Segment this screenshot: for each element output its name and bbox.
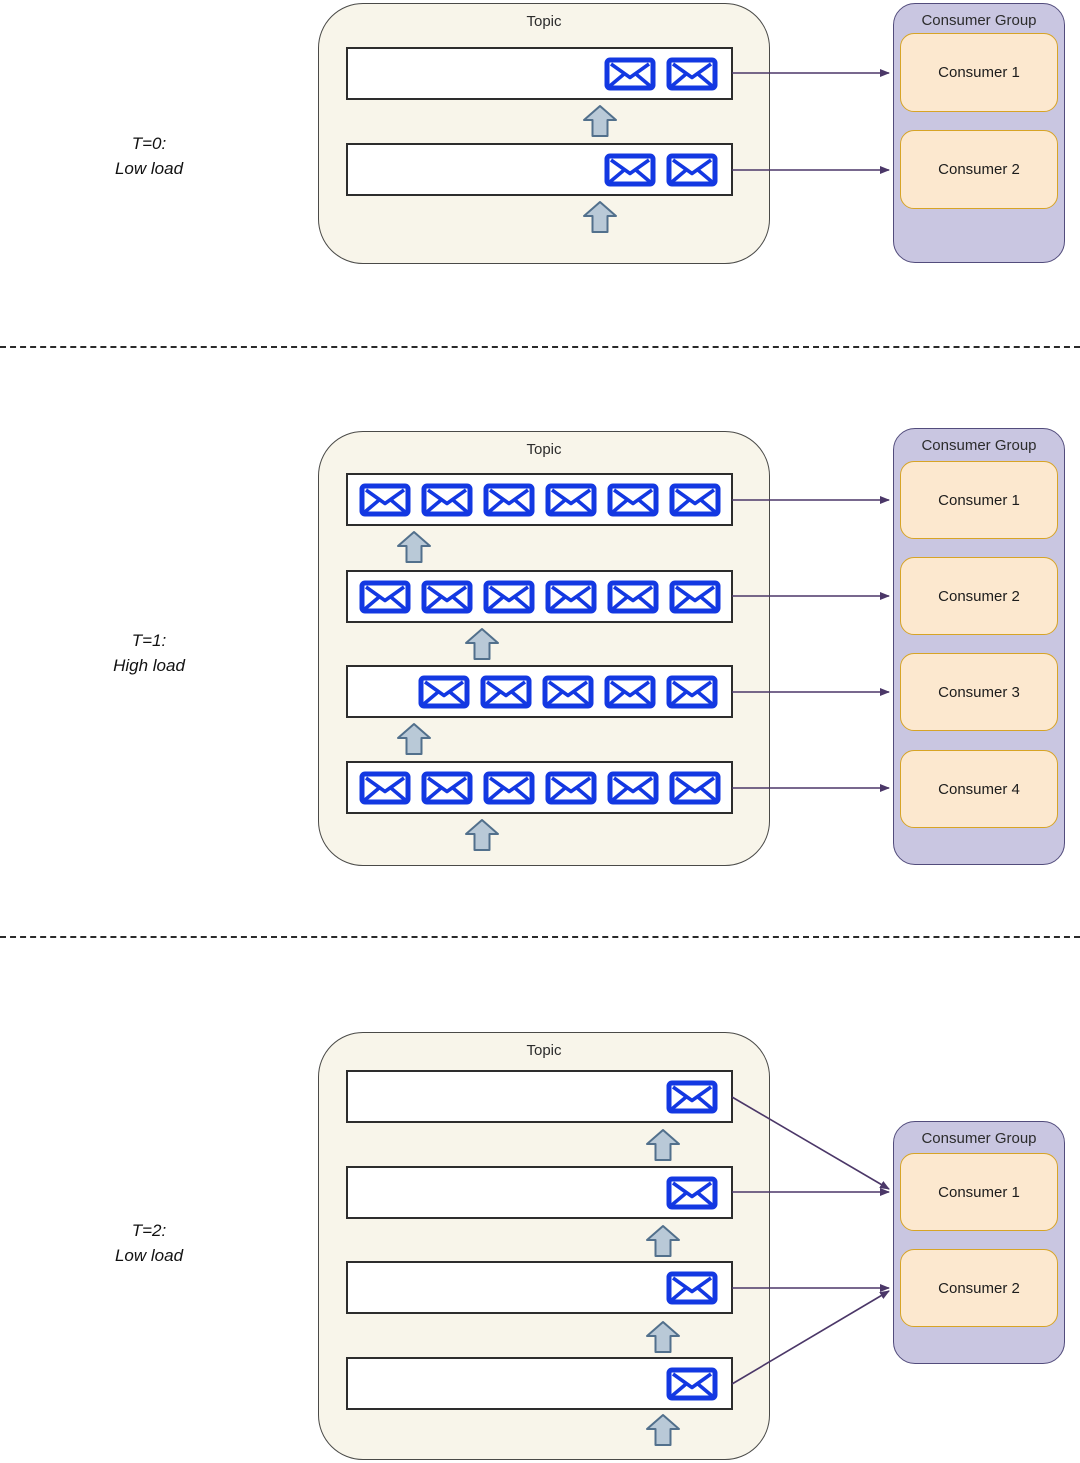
- envelope-icon: [542, 675, 594, 708]
- consumer-label: Consumer 2: [938, 1279, 1020, 1297]
- load-label: Low load: [114, 1246, 184, 1265]
- consumer-label: Consumer 4: [938, 780, 1020, 798]
- consumer-group-title: Consumer Group: [921, 12, 1037, 29]
- envelope-icon: [607, 771, 658, 804]
- envelope-icon: [545, 483, 596, 516]
- partition-row: [346, 665, 733, 718]
- up-arrow-icon: [645, 1224, 681, 1258]
- consumer-box: Consumer 3: [900, 653, 1058, 731]
- section-label: T=1: High load: [64, 628, 234, 678]
- envelope-icon: [359, 580, 410, 613]
- up-arrow-icon: [464, 627, 500, 661]
- topic-title: Topic: [526, 13, 562, 30]
- partition-row: [346, 1261, 733, 1314]
- envelope-icon: [421, 483, 472, 516]
- consumer-label: Consumer 1: [938, 64, 1020, 81]
- envelope-icon: [669, 771, 720, 804]
- load-label: Low load: [114, 159, 184, 178]
- load-label: High load: [113, 656, 185, 675]
- up-arrow-icon: [464, 818, 500, 852]
- up-arrow-icon: [396, 722, 432, 756]
- envelope-icon: [666, 1367, 718, 1400]
- section-divider: [0, 346, 1080, 348]
- consumer-box: Consumer 1: [900, 1153, 1058, 1231]
- consumer-label: Consumer 1: [938, 1183, 1020, 1201]
- envelope-icon: [418, 675, 470, 708]
- envelope-icon: [666, 1080, 718, 1113]
- envelope-icon: [545, 580, 596, 613]
- consumer-group-title: Consumer Group: [921, 1130, 1037, 1147]
- up-arrow-icon: [645, 1128, 681, 1162]
- envelope-icon: [607, 580, 658, 613]
- envelope-icon: [666, 57, 718, 90]
- envelope-icon: [607, 483, 658, 516]
- partition-row: [346, 143, 733, 196]
- envelope-icon: [480, 675, 532, 708]
- envelope-icon: [604, 675, 656, 708]
- consumer-box: Consumer 2: [900, 130, 1058, 209]
- time-label: T=1:: [131, 631, 167, 650]
- up-arrow-icon: [645, 1413, 681, 1447]
- envelope-icon: [666, 675, 718, 708]
- topic-title: Topic: [526, 441, 562, 458]
- envelope-icon: [545, 771, 596, 804]
- partition-row: [346, 473, 733, 526]
- envelope-icon: [421, 771, 472, 804]
- consumer-label: Consumer 1: [938, 491, 1020, 509]
- envelope-icon: [669, 483, 720, 516]
- envelope-icon: [483, 483, 534, 516]
- envelope-icon: [483, 580, 534, 613]
- up-arrow-icon: [645, 1320, 681, 1354]
- consumer-box: Consumer 2: [900, 1249, 1058, 1327]
- partition-row: [346, 761, 733, 814]
- envelope-icon: [483, 771, 534, 804]
- envelope-icon: [666, 1271, 718, 1304]
- section-label: T=0: Low load: [64, 131, 234, 181]
- partition-row: [346, 47, 733, 100]
- partition-row: [346, 1166, 733, 1219]
- envelope-icon: [669, 580, 720, 613]
- time-label: T=0:: [131, 134, 167, 153]
- envelope-icon: [666, 153, 718, 186]
- envelope-icon: [604, 153, 656, 186]
- partition-row: [346, 1070, 733, 1123]
- up-arrow-icon: [582, 200, 618, 234]
- topic-title: Topic: [526, 1042, 562, 1059]
- envelope-icon: [604, 57, 656, 90]
- section-label: T=2: Low load: [64, 1218, 234, 1268]
- time-label: T=2:: [131, 1221, 167, 1240]
- consumer-box: Consumer 4: [900, 750, 1058, 828]
- envelope-icon: [359, 483, 410, 516]
- up-arrow-icon: [582, 104, 618, 138]
- envelope-icon: [421, 580, 472, 613]
- section-divider: [0, 936, 1080, 938]
- partition-row: [346, 570, 733, 623]
- partition-row: [346, 1357, 733, 1410]
- consumer-box: Consumer 1: [900, 33, 1058, 112]
- consumer-box: Consumer 1: [900, 461, 1058, 539]
- envelope-icon: [359, 771, 410, 804]
- consumer-group-title: Consumer Group: [921, 437, 1037, 454]
- consumer-label: Consumer 2: [938, 587, 1020, 605]
- topic-box: Topic: [318, 3, 770, 264]
- consumer-label: Consumer 2: [938, 161, 1020, 178]
- up-arrow-icon: [396, 530, 432, 564]
- consumer-label: Consumer 3: [938, 683, 1020, 701]
- envelope-icon: [666, 1176, 718, 1209]
- consumer-box: Consumer 2: [900, 557, 1058, 635]
